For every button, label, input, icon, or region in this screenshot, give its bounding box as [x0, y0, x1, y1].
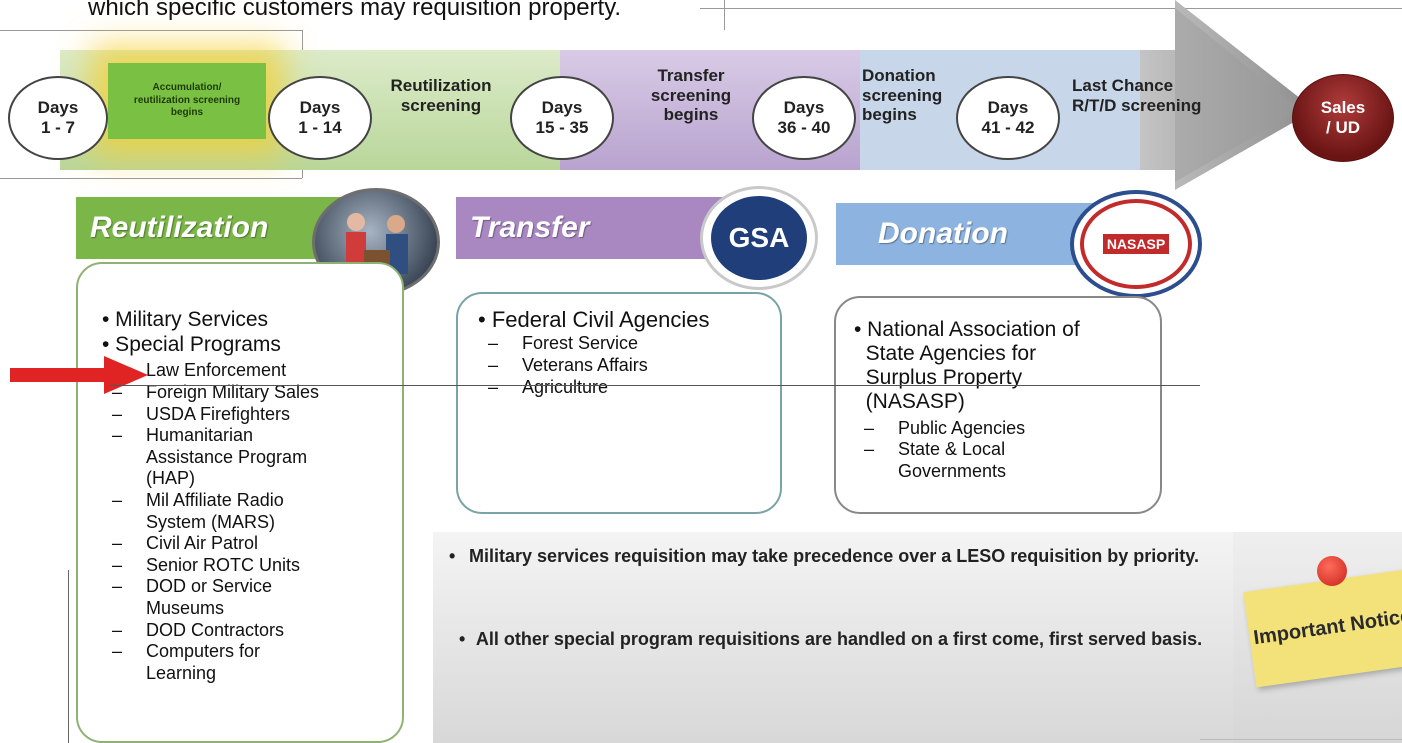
- accumulation-line: reutilization screening: [133, 94, 241, 106]
- days-oval: Days 1 - 7: [8, 76, 108, 160]
- divider-line: [1200, 739, 1402, 740]
- accumulation-line: begins: [170, 107, 204, 119]
- divider-line: [0, 178, 302, 179]
- list-subitem: Mil Affiliate Radio System (MARS): [102, 490, 402, 533]
- reutilization-list: • Military Services • Special Programs L…: [102, 307, 402, 684]
- notice-bullet-1: • Military services requisition may take…: [449, 546, 1219, 567]
- accumulation-line: Accumulation/: [152, 82, 222, 94]
- list-subitem: Agriculture: [478, 377, 778, 399]
- notice-text-1: Military services requisition may take p…: [469, 546, 1199, 566]
- sticky-note-panel: Important Notice: [1233, 532, 1402, 743]
- notice-bullet-2: • All other special program requisitions…: [459, 629, 1219, 650]
- days-oval: Days 41 - 42: [956, 76, 1060, 160]
- nasasp-seal-icon: NASASP: [1070, 190, 1202, 298]
- days-oval: Days 15 - 35: [510, 76, 614, 160]
- divider-line: [724, 0, 725, 30]
- list-subitem: Civil Air Patrol: [102, 533, 402, 555]
- list-item: • National Association of State Agencies…: [854, 318, 1080, 414]
- donation-title: Donation: [878, 217, 1008, 250]
- list-subitem: DOD or Service Museums: [102, 576, 402, 619]
- bullet-dot: •: [449, 546, 456, 566]
- gsa-logo-icon: GSA: [700, 186, 818, 290]
- red-arrow-icon: [10, 356, 148, 394]
- list-subitem: Veterans Affairs: [478, 355, 778, 377]
- list-subitem: Senior ROTC Units: [102, 555, 402, 577]
- notice-panel: • Military services requisition may take…: [433, 532, 1233, 743]
- list-item: • Federal Civil Agencies: [478, 307, 710, 332]
- transfer-title: Transfer: [470, 211, 590, 244]
- divider-line: [68, 570, 69, 743]
- nasasp-seal-text: NASASP: [1102, 234, 1170, 254]
- divider-line: [110, 385, 1200, 386]
- stage-label: Last Chance R/T/D screening: [1072, 76, 1202, 115]
- list-subitem: DOD Contractors: [102, 620, 402, 642]
- transfer-box: [456, 292, 782, 514]
- sales-oval: Sales / UD: [1292, 74, 1394, 162]
- list-subitem: Public Agencies: [854, 418, 1154, 440]
- list-subitem: Forest Service: [478, 333, 778, 355]
- sticky-note-text: Important Notice: [1252, 605, 1402, 650]
- stage-label: Reutilization screening: [390, 76, 492, 115]
- bullet-dot: •: [459, 629, 466, 649]
- divider-line: [700, 8, 1402, 9]
- sticky-note: Important Notice: [1243, 568, 1402, 688]
- reutilization-title: Reutilization: [90, 211, 269, 244]
- slide-heading: which specific customers may requisition…: [88, 0, 622, 21]
- donation-list: • National Association of State Agencies…: [854, 318, 1154, 482]
- list-subitem: Humanitarian Assistance Program (HAP): [102, 425, 402, 490]
- days-oval: Days 1 - 14: [268, 76, 372, 160]
- days-oval: Days 36 - 40: [752, 76, 856, 160]
- stage-label: Donation screening begins: [862, 66, 943, 125]
- gsa-logo-text: GSA: [711, 196, 807, 280]
- pushpin-icon: [1317, 556, 1347, 586]
- list-subitem: Computers for Learning: [102, 641, 402, 684]
- accumulation-box: Accumulation/ reutilization screening be…: [108, 63, 266, 139]
- stage-label: Transfer screening begins: [650, 66, 732, 125]
- divider-line: [0, 30, 302, 31]
- list-subitem: State & Local Governments: [854, 439, 1154, 482]
- list-subitem: USDA Firefighters: [102, 404, 402, 426]
- list-item: • Military Services: [102, 308, 269, 331]
- list-item: • Special Programs: [102, 333, 281, 357]
- list-subitem: Foreign Military Sales: [102, 382, 402, 404]
- transfer-list: • Federal Civil Agencies Forest Service …: [478, 307, 778, 398]
- notice-text-2: All other special program requisitions a…: [475, 629, 1203, 649]
